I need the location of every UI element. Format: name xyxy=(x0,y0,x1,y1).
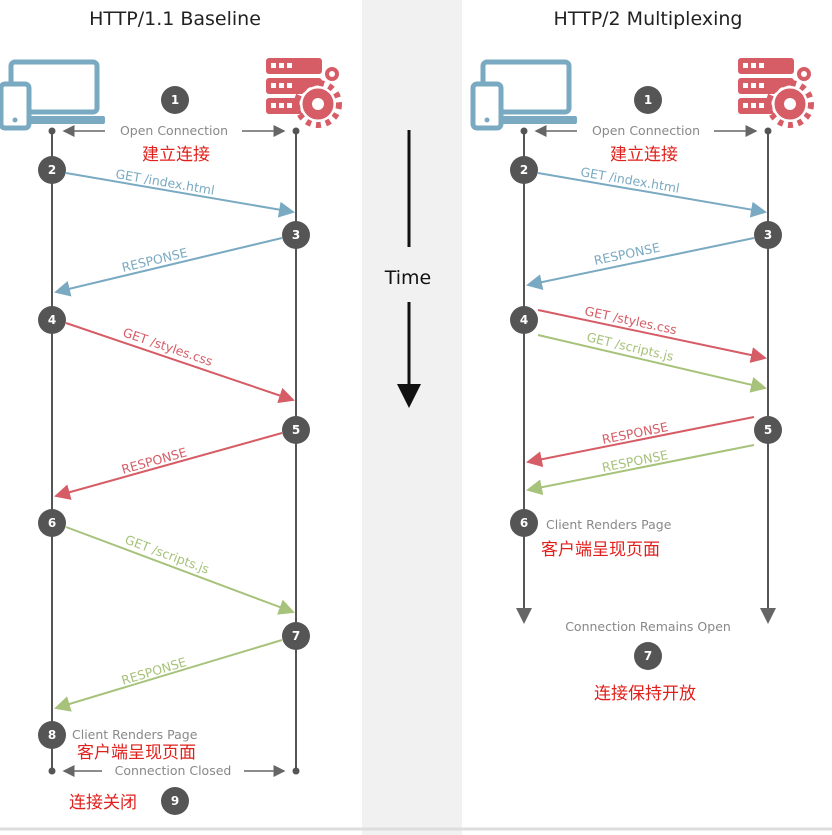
client-renders-label: Client Renders Page xyxy=(72,727,198,742)
open-connection-cn: 建立连接 xyxy=(610,145,678,165)
step-7: 7 xyxy=(644,649,652,663)
message-response: RESPONSE xyxy=(120,245,189,275)
http1-title: HTTP/1.1 Baseline xyxy=(89,8,261,30)
client-devices-icon xyxy=(473,62,577,128)
http2-title: HTTP/2 Multiplexing xyxy=(554,8,743,30)
step-9: 9 xyxy=(171,794,179,808)
step-7: 7 xyxy=(292,629,300,643)
time-label: Time xyxy=(384,267,432,289)
open-connection-label: Open Connection xyxy=(592,123,700,138)
client-renders-cn: 客户端呈现页面 xyxy=(541,540,660,560)
connection-remains-open-cn: 连接保持开放 xyxy=(594,684,696,704)
step-3: 3 xyxy=(764,228,772,242)
step-markers: 1 2 3 4 5 6 7 xyxy=(510,86,782,670)
step-2: 2 xyxy=(48,163,56,177)
message-response: RESPONSE xyxy=(120,444,189,477)
step-5: 5 xyxy=(292,423,300,437)
connection-remains-open-label: Connection Remains Open xyxy=(565,619,731,634)
step-4: 4 xyxy=(520,313,528,327)
connection-closed-label: Connection Closed xyxy=(115,763,232,778)
step-8: 8 xyxy=(48,728,56,742)
step-markers: 1 2 3 4 5 6 7 8 9 xyxy=(38,86,310,815)
message-response: RESPONSE xyxy=(601,447,670,475)
step-2: 2 xyxy=(520,163,528,177)
step-5: 5 xyxy=(764,423,772,437)
message-response: RESPONSE xyxy=(120,654,189,688)
message-get-index: GET /index.html xyxy=(114,166,215,198)
client-devices-icon xyxy=(1,62,105,128)
message-response: RESPONSE xyxy=(601,419,670,447)
open-connection-cn: 建立连接 xyxy=(142,145,210,165)
http1-panel: HTTP/1.1 Baseline Open Connection 建立连接 G… xyxy=(1,8,339,815)
step-6: 6 xyxy=(520,516,528,530)
message-get-scripts: GET /scripts.js xyxy=(585,329,675,364)
client-renders-label: Client Renders Page xyxy=(546,517,672,532)
server-gear-icon xyxy=(266,58,339,125)
step-3: 3 xyxy=(292,228,300,242)
http2-panel: HTTP/2 Multiplexing Open Connection 建立连接… xyxy=(473,8,811,704)
step-1: 1 xyxy=(171,93,179,107)
message-get-index: GET /index.html xyxy=(579,164,680,196)
server-gear-icon xyxy=(738,58,811,125)
step-6: 6 xyxy=(48,516,56,530)
center-band xyxy=(362,0,462,835)
step-4: 4 xyxy=(48,313,56,327)
client-renders-cn: 客户端呈现页面 xyxy=(77,743,196,763)
connection-closed-cn: 连接关闭 xyxy=(69,793,137,813)
time-axis: Time xyxy=(384,130,432,408)
step-1: 1 xyxy=(644,93,652,107)
open-connection-label: Open Connection xyxy=(120,123,228,138)
